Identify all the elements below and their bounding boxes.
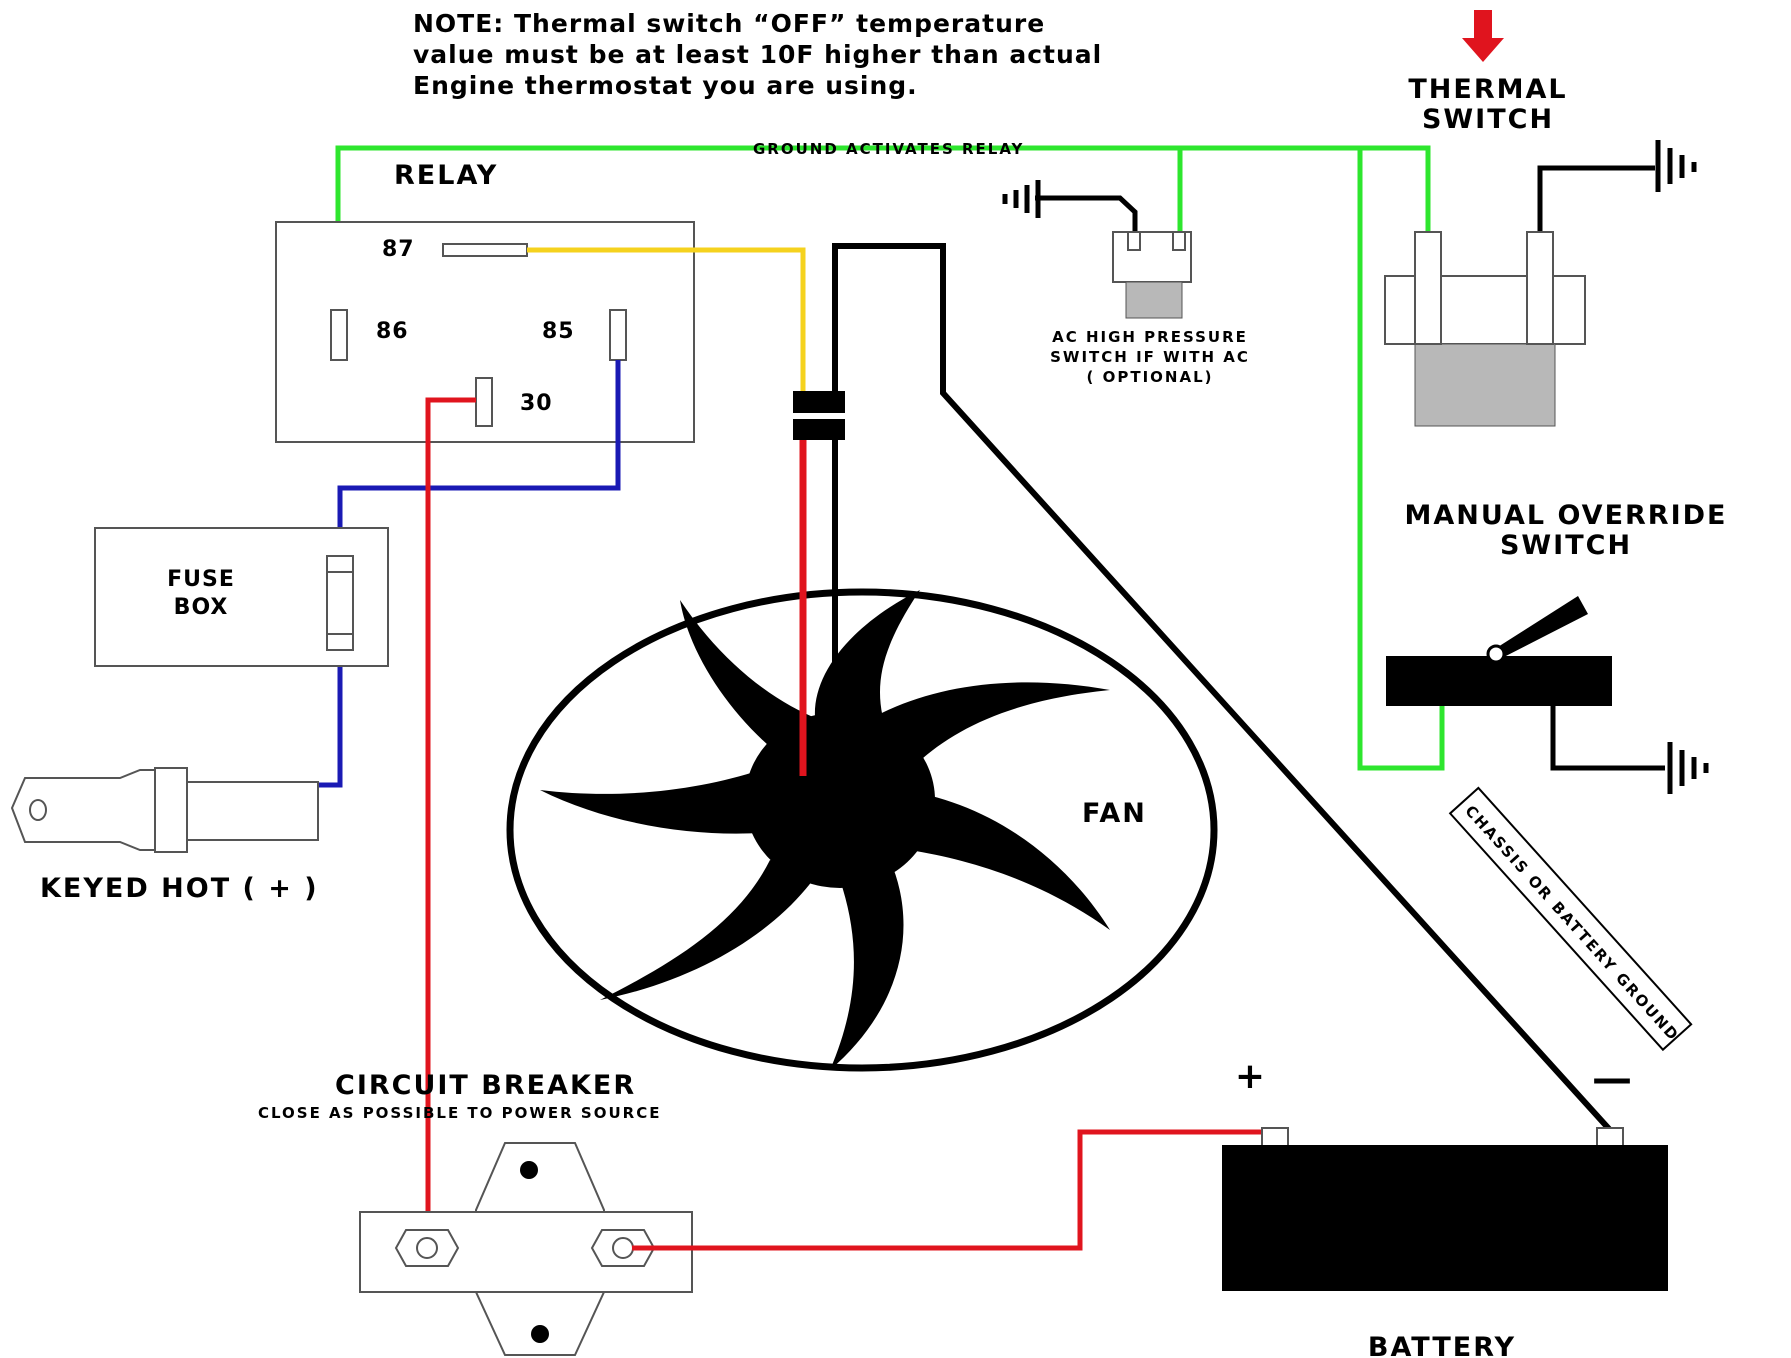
relay-label: RELAY	[394, 160, 498, 191]
note-line-3: Engine thermostat you are using.	[413, 71, 918, 100]
circuit-breaker-label: CIRCUIT BREAKER	[335, 1070, 636, 1101]
battery-icon	[1222, 1127, 1668, 1291]
ac-switch-label-1: AC HIGH PRESSURE	[1052, 328, 1248, 346]
pin-85-label: 85	[542, 319, 575, 344]
pin-86-label: 86	[376, 319, 409, 344]
keyed-hot-label: KEYED HOT ( + )	[40, 873, 319, 904]
blue-wire	[337, 360, 621, 556]
relay-pin-85	[609, 309, 627, 361]
relay-pin-87	[442, 243, 528, 257]
override-ground-icon	[1667, 742, 1709, 794]
pin-30-label: 30	[520, 391, 553, 416]
ac-pressure-switch	[1035, 192, 1192, 319]
thermal-switch	[1384, 165, 1655, 427]
thermal-ground-icon	[1655, 140, 1697, 192]
note: NOTE: Thermal switch “OFF” temperature v…	[413, 9, 1102, 100]
chassis-ground-label: CHASSIS OR BATTERY GROUND	[1461, 802, 1682, 1045]
connector-icon	[791, 391, 847, 440]
thermal-switch-arrow-icon	[1462, 10, 1504, 62]
relay-pin-30	[475, 377, 493, 427]
thermal-switch-label-1: THERMAL	[1408, 74, 1567, 105]
note-line-2: value must be at least 10F higher than a…	[413, 40, 1102, 69]
pin-87-label: 87	[382, 237, 415, 262]
battery-plus-label: +	[1235, 1056, 1265, 1097]
ac-switch-label-2: SWITCH IF WITH AC	[1050, 348, 1250, 366]
fuse-box-label-1: FUSE	[167, 567, 235, 592]
yellow-wire	[527, 247, 806, 393]
ignition-key-icon	[10, 767, 319, 853]
fan-icon	[506, 588, 1218, 1072]
thermal-switch-label-2: SWITCH	[1422, 104, 1554, 135]
fuse-box	[94, 527, 389, 667]
ac-switch-label-3: ( OPTIONAL)	[1087, 368, 1214, 386]
ground-symbol-icon	[1002, 180, 1041, 218]
manual-override-switch-icon	[1386, 596, 1665, 771]
relay-pin-86	[330, 309, 348, 361]
relay	[275, 221, 695, 443]
manual-override-label-2: SWITCH	[1500, 530, 1632, 561]
chassis-ground-label-group: CHASSIS OR BATTERY GROUND	[1448, 786, 1693, 1052]
circuit-breaker-icon	[359, 1142, 693, 1356]
fuse-icon	[326, 555, 354, 651]
manual-override-label-1: MANUAL OVERRIDE	[1404, 500, 1727, 531]
fuse-box-label-2: BOX	[174, 595, 229, 620]
note-line-1: NOTE: Thermal switch “OFF” temperature	[413, 9, 1045, 38]
battery-minus-label: —	[1592, 1056, 1632, 1102]
ground-activates-relay-label: GROUND ACTIVATES RELAY	[753, 140, 1024, 158]
red-wire-battery	[632, 1129, 1262, 1251]
circuit-breaker-note: CLOSE AS POSSIBLE TO POWER SOURCE	[258, 1104, 661, 1122]
blue-wire-lower	[318, 650, 343, 788]
fan-label: FAN	[1082, 798, 1147, 829]
red-wire-relay	[425, 397, 476, 1238]
battery-label: BATTERY	[1368, 1332, 1516, 1358]
